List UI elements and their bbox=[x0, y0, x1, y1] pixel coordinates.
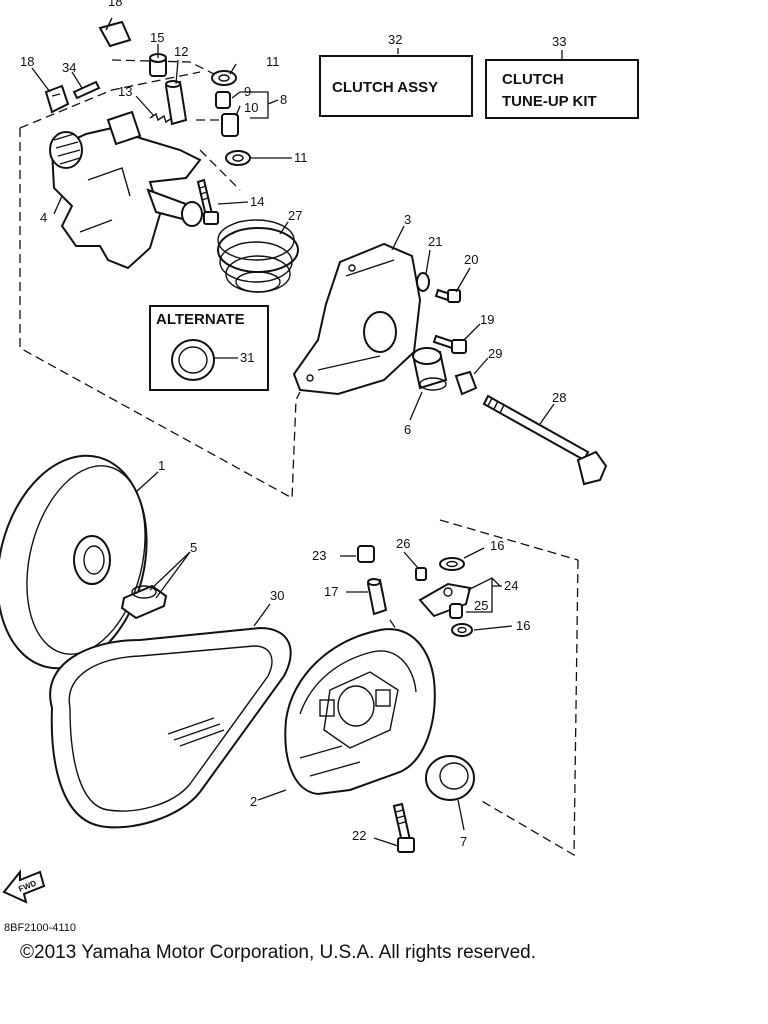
part-1-fixed-sheave bbox=[0, 454, 148, 670]
part-7-seal bbox=[425, 755, 475, 801]
callout-25: 25 bbox=[474, 598, 488, 613]
part-34-pin bbox=[72, 80, 101, 100]
part-23-cap bbox=[357, 545, 375, 563]
callout-7: 7 bbox=[460, 834, 467, 849]
callout-23: 23 bbox=[312, 548, 326, 563]
callout-2: 2 bbox=[250, 794, 257, 809]
callout-28: 28 bbox=[552, 390, 566, 405]
callout-19: 19 bbox=[480, 312, 494, 327]
alternate-label: ALTERNATE bbox=[156, 311, 245, 328]
callout-31: 31 bbox=[240, 350, 254, 365]
part-4-spider-hub bbox=[49, 110, 203, 270]
callout-9: 9 bbox=[244, 84, 251, 99]
part-24-ramp-arm bbox=[418, 582, 472, 618]
callout-33: 33 bbox=[552, 34, 566, 49]
callout-26: 26 bbox=[396, 536, 410, 551]
callout-11-bottom: 11 bbox=[294, 150, 308, 165]
callout-18-top: 18 bbox=[108, 0, 122, 9]
part-3-clutch-cover bbox=[292, 242, 422, 396]
callout-34: 34 bbox=[62, 60, 76, 75]
part-22-bolt bbox=[392, 802, 415, 853]
callout-4: 4 bbox=[40, 210, 47, 225]
part-16-washer-bottom bbox=[451, 623, 473, 637]
copyright-notice: ©2013 Yamaha Motor Corporation, U.S.A. A… bbox=[20, 942, 536, 963]
part-11-washer-bottom bbox=[225, 150, 251, 166]
callout-numbers: 18 18 34 15 12 13 11 9 10 8 11 14 27 4 3… bbox=[20, 0, 566, 849]
diagram-code: 8BF2100-4110 bbox=[4, 922, 76, 934]
callout-16-top: 16 bbox=[490, 538, 504, 553]
part-25-roller bbox=[449, 603, 463, 619]
callout-17: 17 bbox=[324, 584, 338, 599]
part-30-drive-belt bbox=[49, 626, 292, 829]
leader-lines bbox=[31, 44, 563, 847]
callout-3: 3 bbox=[404, 212, 411, 227]
part-11-washer-top bbox=[211, 70, 237, 86]
part-27-spring bbox=[217, 219, 299, 293]
callout-10: 10 bbox=[244, 100, 258, 115]
callout-14: 14 bbox=[250, 194, 264, 209]
part-2-movable-sheave bbox=[284, 628, 436, 796]
callout-1: 1 bbox=[158, 458, 165, 473]
clutch-tuneup-kit-box: CLUTCH TUNE-UP KIT bbox=[485, 59, 639, 119]
part-10-roller bbox=[221, 113, 239, 137]
part-5-bushing bbox=[120, 584, 168, 620]
callout-16-bottom: 16 bbox=[516, 618, 530, 633]
clutch-assy-label: CLUTCH ASSY bbox=[332, 79, 438, 96]
part-17-pin bbox=[366, 578, 388, 616]
callout-21: 21 bbox=[428, 234, 442, 249]
part-6-bushing bbox=[412, 347, 448, 391]
clutch-tuneup-label-line1: CLUTCH bbox=[502, 71, 564, 88]
part-20-bolt bbox=[434, 288, 461, 303]
clutch-tuneup-label-line2: TUNE-UP KIT bbox=[502, 93, 597, 110]
callout-32: 32 bbox=[388, 32, 402, 47]
part-14-bolt bbox=[196, 178, 219, 225]
part-21-washer bbox=[416, 272, 430, 292]
clutch-assy-box: CLUTCH ASSY bbox=[319, 55, 473, 117]
part-28-long-bolt bbox=[482, 394, 608, 486]
fwd-arrow-icon bbox=[2, 869, 46, 904]
part-29-collar bbox=[454, 370, 478, 396]
callout-24: 24 bbox=[504, 578, 518, 593]
part-18-weight bbox=[44, 84, 70, 114]
callout-15: 15 bbox=[150, 30, 164, 45]
callout-8: 8 bbox=[280, 92, 287, 107]
callout-6: 6 bbox=[404, 422, 411, 437]
part-12-sleeve bbox=[164, 80, 188, 126]
assembly-dashed-outline-upper bbox=[19, 59, 301, 500]
part-16-washer-top bbox=[439, 557, 465, 571]
part-26-roller bbox=[415, 567, 427, 581]
callout-12: 12 bbox=[174, 44, 188, 59]
callout-11-top: 11 bbox=[266, 54, 280, 69]
callout-27: 27 bbox=[288, 208, 302, 223]
callout-18: 18 bbox=[20, 54, 34, 69]
part-9-roller bbox=[215, 91, 231, 109]
part-31-washer bbox=[171, 339, 215, 381]
part-18-top-clip bbox=[98, 17, 132, 48]
callout-29: 29 bbox=[488, 346, 502, 361]
callout-5: 5 bbox=[190, 540, 197, 555]
callout-22: 22 bbox=[352, 828, 366, 843]
callout-20: 20 bbox=[464, 252, 478, 267]
part-19-bolt bbox=[432, 334, 467, 354]
part-13-spring bbox=[149, 112, 173, 124]
callout-30: 30 bbox=[270, 588, 284, 603]
callout-13: 13 bbox=[118, 84, 132, 99]
